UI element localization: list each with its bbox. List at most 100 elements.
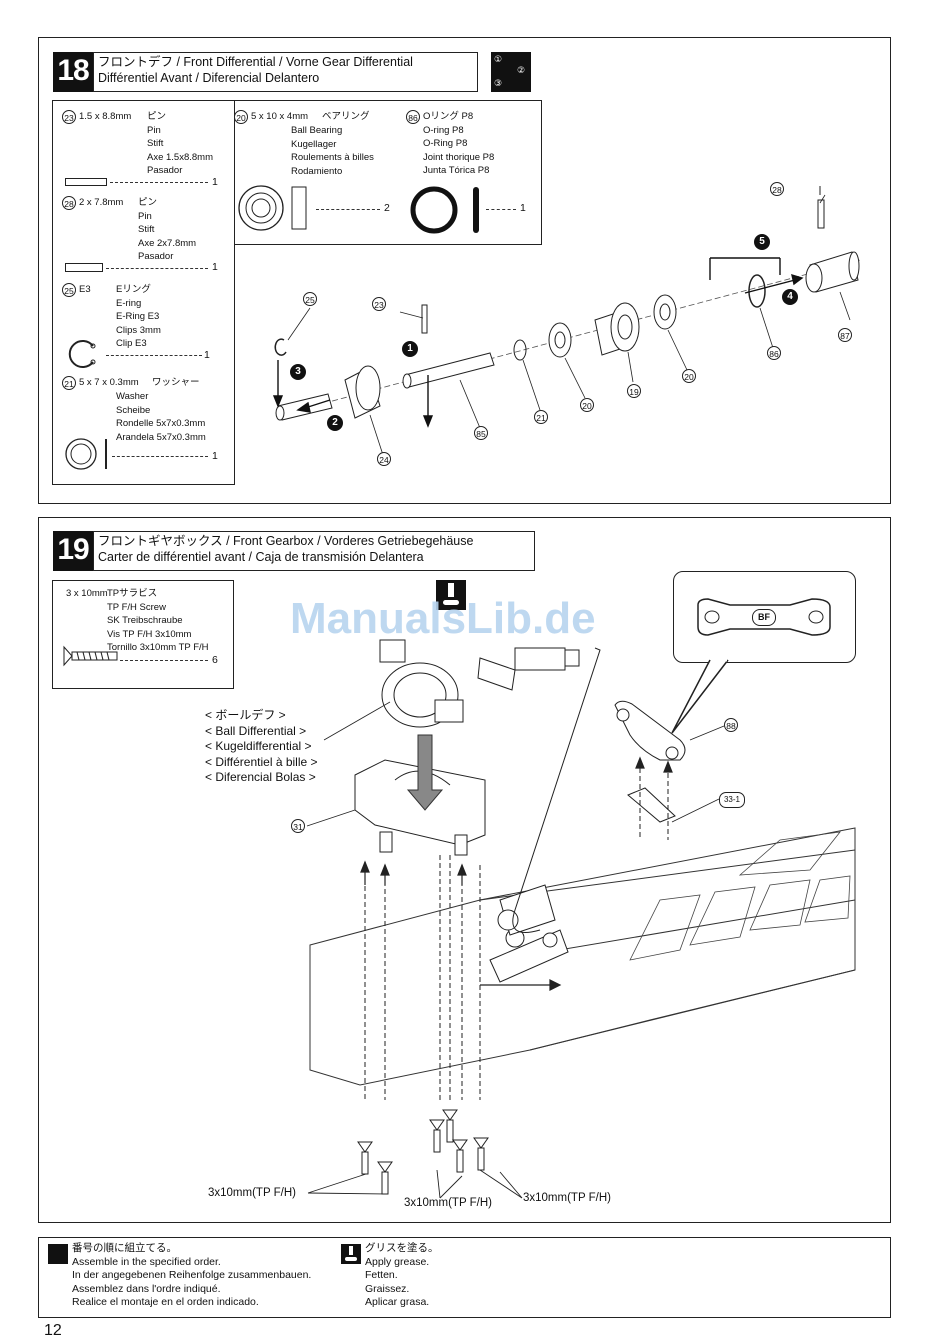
qty-leader: [112, 456, 208, 457]
callout-25: 25: [303, 292, 317, 306]
part-21-size: 5 x 7 x 0.3mm: [79, 377, 139, 388]
step-18-title-line1: フロントデフ / Front Differential / Vorne Gear…: [98, 55, 413, 69]
part-ref-21: 21: [62, 376, 76, 390]
part-23-size: 1.5 x 8.8mm: [79, 111, 132, 122]
screw-label-left: 3x10mm(TP F/H): [208, 1187, 296, 1199]
callout-20b: 20: [580, 398, 594, 412]
steering-assembly: [489, 884, 569, 983]
callout-24: 24: [377, 452, 391, 466]
watermark: ManualsLib.de: [290, 594, 596, 643]
pin-23-icon: [65, 178, 107, 186]
parts-list-left: [52, 100, 235, 485]
callout-21: 21: [534, 410, 548, 424]
callout-87: 87: [838, 328, 852, 342]
washer-21: [513, 339, 527, 361]
screw-icon: [63, 645, 118, 667]
step-marker-2: 2: [327, 415, 343, 431]
legend-order: 番号の順に組立てる。Assemble in the specified orde…: [72, 1242, 312, 1308]
screw-label-leaders: [307, 1169, 523, 1199]
part-28-size: 2 x 7.8mm: [79, 197, 124, 208]
callout-33-1: 33-1: [719, 792, 745, 808]
qty-leader: [316, 209, 380, 210]
grease-legend-icon: [341, 1244, 361, 1264]
part-20-size: 5 x 10 x 4mm: [251, 111, 309, 122]
chassis-plate: [309, 827, 856, 1086]
page-number: 12: [44, 1322, 62, 1339]
step-19-title: フロントギヤボックス / Front Gearbox / Vorderes Ge…: [93, 531, 535, 571]
qty-leader: [486, 209, 516, 210]
step-19-title-line1: フロントギヤボックス / Front Gearbox / Vorderes Ge…: [98, 534, 474, 548]
screw-qty: 6: [212, 654, 218, 666]
assemble-order-legend-icon: [48, 1244, 68, 1264]
order-3: ③: [494, 78, 503, 88]
qty-leader: [110, 182, 208, 183]
step-18-number: 18: [53, 52, 93, 92]
step19-leaders: [306, 701, 725, 827]
part-28-qty: 1: [212, 261, 218, 273]
parts-list-top: [234, 100, 542, 245]
pin-23: [421, 304, 428, 334]
step-marker-4: 4: [782, 289, 798, 305]
screw-size: 3 x 10mm: [66, 588, 108, 599]
callout-31: 31: [291, 819, 305, 833]
bf-badge: BF: [752, 609, 776, 626]
order-1: ①: [494, 54, 503, 64]
washer-icon: [65, 438, 107, 470]
callout-85: 85: [474, 426, 488, 440]
callout-86: 86: [767, 346, 781, 360]
assemble-order-icon: ① ② ③: [491, 52, 531, 92]
e-ring-icon: [68, 340, 96, 368]
shaft-85: [402, 352, 495, 389]
grease-icon: [436, 580, 466, 610]
pin-28-icon: [65, 263, 103, 272]
step-marker-1: 1: [402, 341, 418, 357]
step-18-title-line2: Différentiel Avant / Diferencial Delante…: [98, 70, 320, 85]
insert-arrow: [406, 734, 444, 811]
front-diff-exploded-drawing: [272, 186, 861, 456]
qty-leader: [120, 660, 208, 661]
legend-grease: グリスを塗る。Apply grease.Fetten.Graissez.Apli…: [365, 1242, 439, 1308]
ball-diff-labels: < ボールデフ >< Ball Differential >< Kugeldif…: [205, 708, 318, 784]
part-23-qty: 1: [212, 176, 218, 188]
part-ref-20: 20: [234, 110, 248, 124]
order-2: ②: [517, 65, 526, 75]
o-ring-86: [748, 274, 766, 308]
ball-diff: [379, 639, 464, 728]
part-20-names-jp: ベアリング: [322, 111, 370, 122]
pin-28: [817, 199, 825, 229]
part-25-qty: 1: [204, 349, 210, 361]
diff-case-19: [594, 302, 640, 356]
qty-leader: [106, 355, 202, 356]
o-ring-icon: [410, 186, 479, 234]
screw-label-right: 3x10mm(TP F/H): [523, 1192, 611, 1204]
callout-19: 19: [627, 384, 641, 398]
part-86-qty: 1: [520, 202, 526, 214]
step-19-number: 19: [53, 531, 93, 571]
screws-bottom: [357, 1109, 489, 1195]
e-ring-25: [274, 338, 287, 356]
callout-88: 88: [724, 718, 738, 732]
step-19-panel: [38, 517, 891, 1223]
part-ref-23: 23: [62, 110, 76, 124]
part-25-size: E3: [79, 284, 91, 295]
part-20-qty: 2: [384, 202, 390, 214]
outdrive-87: [805, 251, 860, 293]
part-21-qty: 1: [212, 450, 218, 462]
callout-23: 23: [372, 297, 386, 311]
front-gearbox-drawing: [309, 639, 856, 1100]
part-ref-86: 86: [406, 110, 420, 124]
screw-label-middle: 3x10mm(TP F/H): [404, 1197, 492, 1209]
inset-pointer: [671, 658, 729, 734]
step-18-title: フロントデフ / Front Differential / Vorne Gear…: [93, 52, 478, 92]
bearing-20-right: [653, 294, 677, 330]
bearing-icon: [238, 185, 307, 231]
pinion-shaft: [477, 647, 580, 691]
part-ref-28: 28: [62, 196, 76, 210]
part-ref-25: 25: [62, 283, 76, 297]
